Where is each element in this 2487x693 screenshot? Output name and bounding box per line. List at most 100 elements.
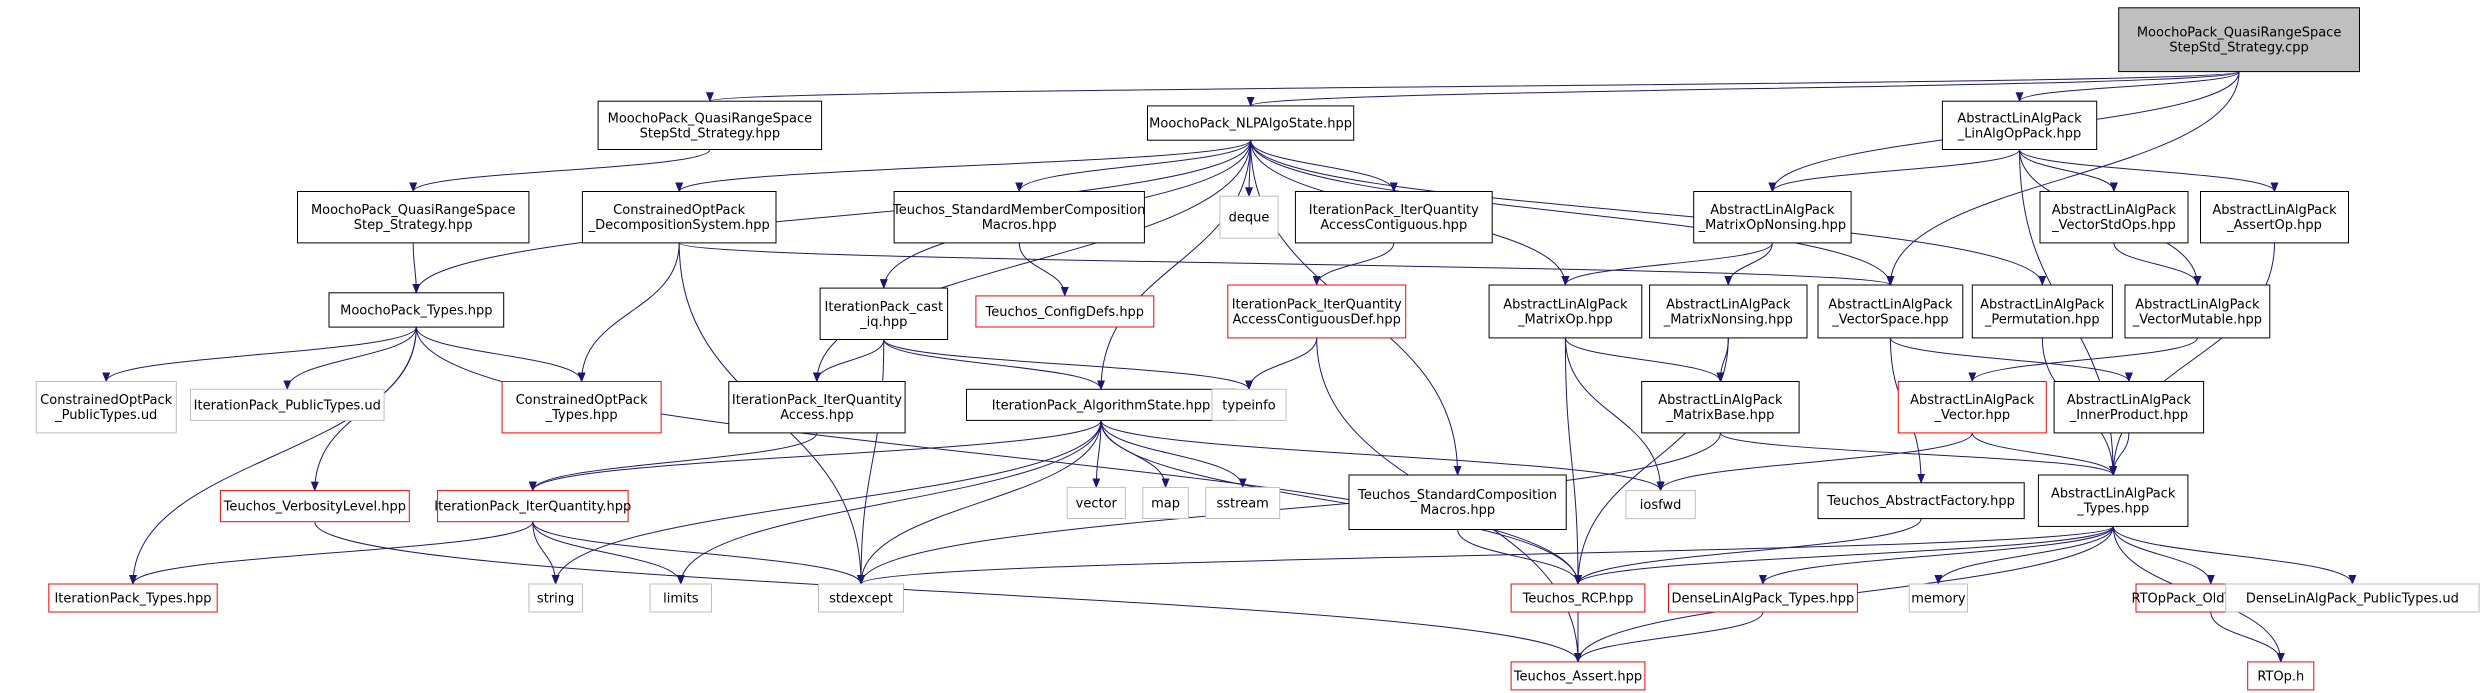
- node-ip-types[interactable]: IterationPack_Types.hpp: [48, 583, 218, 613]
- node-ip-iterquantity[interactable]: IterationPack_IterQuantity.hpp: [434, 490, 631, 523]
- node-alg-matnons[interactable]: AbstractLinAlgPack_MatrixNonsing.hpp: [1649, 284, 1808, 339]
- node-box: [1897, 381, 2047, 434]
- edge-ip-algstate-to-limits: [676, 420, 1102, 585]
- node-string[interactable]: string: [528, 583, 583, 613]
- node-dense-types[interactable]: DenseLinAlgPack_Types.hpp: [1668, 583, 1858, 613]
- edge-moocho-types-to-copt-types: [415, 326, 586, 383]
- node-teuchos-absfact[interactable]: Teuchos_AbstractFactory.hpp: [1817, 482, 2025, 520]
- node-box: [1488, 284, 1643, 339]
- node-alg-vecmut[interactable]: AbstractLinAlgPack_VectorMutable.hpp: [2124, 284, 2271, 339]
- edge-nlpalgostate-to-alg-perm: [1250, 140, 2047, 286]
- node-iosfwd[interactable]: iosfwd: [1625, 490, 1696, 520]
- node-sstream[interactable]: sstream: [1205, 486, 1281, 519]
- node-copt-pubtypes[interactable]: ConstrainedOptPack_PublicTypes.ud: [35, 381, 177, 434]
- edge-ip-iq-acdef-to-typeinfo: [1245, 337, 1318, 391]
- node-label: IterationPack_IterQuantity: [1232, 298, 1402, 313]
- edge-alg-vector-to-alg-types: [1971, 432, 2118, 476]
- node-alg-matop[interactable]: AbstractLinAlgPack_MatrixOp.hpp: [1488, 284, 1643, 339]
- node-alg-perm[interactable]: AbstractLinAlgPack_Permutation.hpp: [1971, 284, 2113, 339]
- node-teuchos-rcp[interactable]: Teuchos_RCP.hpp: [1510, 583, 1646, 613]
- node-alg-vecstdops[interactable]: AbstractLinAlgPack_VectorStdOps.hpp: [2039, 191, 2189, 244]
- node-ip-algstate[interactable]: IterationPack_AlgorithmState.hpp: [966, 388, 1237, 421]
- node-alg-innerprod[interactable]: AbstractLinAlgPack_InnerProduct.hpp: [2053, 381, 2205, 434]
- node-label: Macros.hpp: [982, 218, 1057, 233]
- node-label: Step_Strategy.hpp: [354, 218, 473, 233]
- node-label: DenseLinAlgPack_PublicTypes.ud: [2246, 592, 2459, 607]
- node-label: RTOp.h: [2257, 669, 2304, 684]
- node-label: AbstractLinAlgPack: [1957, 111, 2082, 126]
- node-alg-vector[interactable]: AbstractLinAlgPack_Vector.hpp: [1897, 381, 2047, 434]
- node-box: [1510, 661, 1646, 691]
- edge-teuchos-absfact-to-teuchos-rcp: [1574, 518, 1922, 585]
- node-label: _Types.hpp: [545, 408, 618, 423]
- node-qrs-hpp[interactable]: MoochoPack_QuasiRangeSpaceStep_Strategy.…: [297, 191, 530, 244]
- node-label: IterationPack_IterQuantity.hpp: [434, 500, 631, 515]
- node-ip-pubtypes[interactable]: IterationPack_PublicTypes.ud: [190, 388, 385, 421]
- node-label: stdexcept: [829, 592, 893, 607]
- edge-nlpalgostate-to-teuchos-smc: [1015, 140, 1252, 193]
- edge-root-to-nlpalgostate: [1247, 71, 2240, 107]
- node-box: [437, 490, 629, 523]
- node-alg-linalgop[interactable]: AbstractLinAlgPack_LinAlgOpPack.hpp: [1941, 100, 2098, 150]
- edge-rtop-oldtypes-to-rtop-h: [2210, 611, 2285, 663]
- node-copt-types[interactable]: ConstrainedOptPack_Types.hpp: [501, 381, 662, 434]
- node-teuchos-configdefs[interactable]: Teuchos_ConfigDefs.hpp: [975, 295, 1155, 328]
- node-alg-types[interactable]: AbstractLinAlgPack_Types.hpp: [2037, 474, 2189, 527]
- edge-nlpalgostate-to-ip-algstate: [1097, 140, 1252, 391]
- edge-ip-algstate-to-string: [551, 420, 1102, 585]
- nodes-layer: MoochoPack_QuasiRangeSpaceStepStd_Strate…: [35, 7, 2480, 691]
- node-alg-assertop[interactable]: AbstractLinAlgPack_AssertOp.hpp: [2200, 191, 2349, 244]
- node-label: _VectorStdOps.hpp: [2051, 218, 2176, 233]
- node-memory[interactable]: memory: [1908, 583, 1969, 613]
- edge-root-to-alg-linalgop: [2015, 71, 2240, 103]
- node-typeinfo[interactable]: typeinfo: [1211, 388, 1287, 421]
- node-copt-decomp[interactable]: ConstrainedOptPack_DecompositionSystem.h…: [581, 191, 777, 244]
- node-limits[interactable]: limits: [649, 583, 712, 613]
- node-qrs-std-hpp[interactable]: MoochoPack_QuasiRangeSpaceStepStd_Strate…: [597, 100, 823, 150]
- edge-alg-types-to-dense-types: [1759, 526, 2114, 585]
- node-vector[interactable]: vector: [1066, 486, 1126, 519]
- node-nlpalgostate[interactable]: MoochoPack_NLPAlgoState.hpp: [1147, 105, 1355, 141]
- node-box: [35, 381, 177, 434]
- node-label: IterationPack_AlgorithmState.hpp: [992, 398, 1211, 413]
- node-stdexcept[interactable]: stdexcept: [818, 583, 904, 613]
- node-ip-iq-acdef[interactable]: IterationPack_IterQuantityAccessContiguo…: [1227, 284, 1407, 339]
- node-box: [1625, 490, 1696, 520]
- node-label: ConstrainedOptPack: [516, 393, 649, 408]
- node-rtop-h[interactable]: RTOp.h: [2247, 661, 2315, 691]
- node-label: AbstractLinAlgPack: [1666, 298, 1791, 313]
- node-box: [2118, 7, 2360, 73]
- node-map[interactable]: map: [1142, 486, 1189, 519]
- node-label: deque: [1229, 211, 1270, 226]
- node-alg-vecspace[interactable]: AbstractLinAlgPack_VectorSpace.hpp: [1817, 284, 1964, 339]
- node-box: [1294, 191, 1493, 244]
- node-dense-pubtypes[interactable]: DenseLinAlgPack_PublicTypes.ud: [2225, 583, 2480, 613]
- node-label: _MatrixOp.hpp: [1517, 313, 1613, 328]
- node-box: [2037, 474, 2189, 527]
- edge-teuchos-verb-to-teuchos-assert: [314, 521, 1582, 663]
- node-teuchos-verb[interactable]: Teuchos_VerbosityLevel.hpp: [219, 490, 410, 523]
- edge-moocho-types-to-copt-pubtypes: [102, 326, 417, 383]
- node-label: iosfwd: [1640, 498, 1682, 513]
- node-teuchos-assert[interactable]: Teuchos_Assert.hpp: [1510, 661, 1646, 691]
- node-deque[interactable]: deque: [1219, 195, 1279, 239]
- node-alg-matbase[interactable]: AbstractLinAlgPack_MatrixBase.hpp: [1641, 381, 1800, 434]
- node-alg-matopnons[interactable]: AbstractLinAlgPack_MatrixOpNonsing.hpp: [1693, 191, 1852, 244]
- node-ip-iq-ac[interactable]: IterationPack_IterQuantityAccessContiguo…: [1294, 191, 1493, 244]
- node-ip-cast[interactable]: IterationPack_cast_iq.hpp: [819, 287, 949, 341]
- node-box: [1693, 191, 1852, 244]
- node-label: _InnerProduct.hpp: [2069, 408, 2188, 423]
- node-teuchos-smc[interactable]: Teuchos_StandardMemberCompositionMacros.…: [892, 191, 1145, 244]
- node-box: [190, 388, 385, 421]
- node-box: [2247, 661, 2315, 691]
- edge-alg-matbase-to-alg-types: [1719, 432, 2118, 476]
- node-moocho-types[interactable]: MoochoPack_Types.hpp: [328, 292, 505, 328]
- node-box: [1227, 284, 1407, 339]
- node-root[interactable]: MoochoPack_QuasiRangeSpaceStepStd_Strate…: [2118, 7, 2360, 73]
- node-label: StepStd_Strategy.hpp: [640, 126, 780, 141]
- node-label: AbstractLinAlgPack: [1828, 298, 1953, 313]
- edge-nlpalgostate-to-ip-iq-ac: [1250, 140, 1398, 193]
